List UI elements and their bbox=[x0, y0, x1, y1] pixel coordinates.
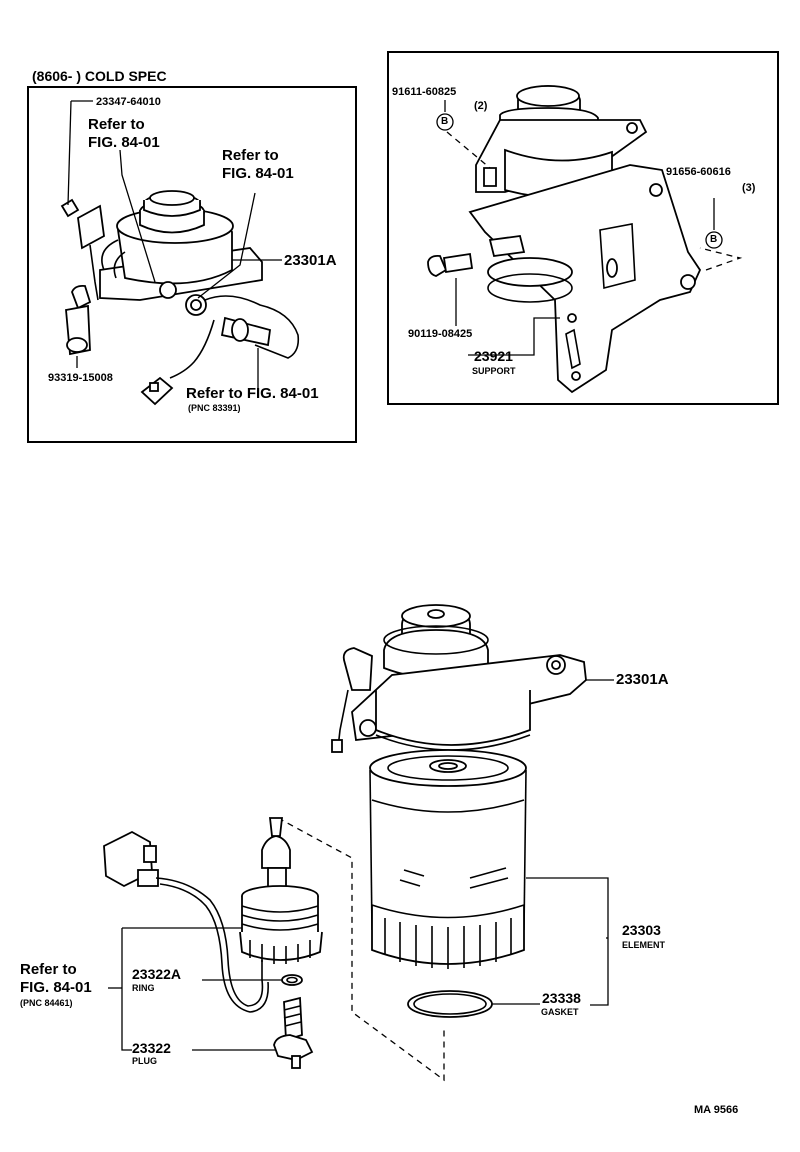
refer-to-label-1b: FIG. 84-01 bbox=[88, 134, 160, 151]
main-leaders bbox=[492, 679, 614, 1006]
b-mark-1: B bbox=[441, 116, 449, 127]
plug-label: PLUG bbox=[132, 1056, 158, 1066]
part-23303-label: 23303 bbox=[622, 922, 661, 938]
main-filter-head-drawing bbox=[331, 604, 587, 1018]
refer-to-label-1a: Refer to bbox=[88, 116, 145, 133]
support-label: SUPPORT bbox=[472, 366, 516, 376]
b-mark-circle-1 bbox=[436, 113, 454, 131]
cold-spec-leaders bbox=[67, 100, 282, 390]
element-label: ELEMENT bbox=[622, 940, 666, 950]
refer-to-label-2b: FIG. 84-01 bbox=[222, 165, 294, 182]
part-23921-label: 23921 bbox=[474, 348, 513, 364]
sensor-plug-drawing bbox=[103, 817, 445, 1082]
part-90119-08425-label: 90119-08425 bbox=[408, 328, 473, 340]
illustration-code: MA 9566 bbox=[694, 1104, 739, 1116]
cold-spec-filter-head-drawing bbox=[60, 190, 300, 406]
support-bracket-drawing bbox=[427, 85, 702, 394]
refer-to-main-b: FIG. 84-01 bbox=[20, 979, 92, 996]
cold-spec-inset-frame bbox=[27, 86, 357, 443]
part-23322a-label: 23322A bbox=[132, 966, 182, 982]
part-23322-label: 23322 bbox=[132, 1040, 171, 1056]
pnc-84461-label: (PNC 84461) bbox=[20, 998, 73, 1008]
b-mark-2: B bbox=[710, 234, 718, 245]
support-inset-frame bbox=[387, 51, 779, 405]
refer-to-main-a: Refer to bbox=[20, 961, 77, 978]
refer-to-label-3: Refer to FIG. 84-01 bbox=[186, 385, 319, 402]
refer-to-label-2a: Refer to bbox=[222, 147, 279, 164]
support-leaders bbox=[436, 100, 743, 356]
part-23338-label: 23338 bbox=[542, 990, 581, 1006]
ring-label: RING bbox=[132, 983, 155, 993]
part-91656-60616-label: 91656-60616 bbox=[666, 166, 731, 178]
part-23301a-main-label: 23301A bbox=[616, 671, 669, 688]
gasket-label: GASKET bbox=[541, 1007, 579, 1017]
part-93319-15008-label: 93319-15008 bbox=[48, 372, 113, 384]
pnc-83391-label: (PNC 83391) bbox=[188, 403, 241, 413]
sensor-leaders bbox=[108, 927, 282, 1051]
part-91611-60825-label: 91611-60825 bbox=[392, 86, 457, 98]
qty-3-label: (3) bbox=[742, 182, 756, 194]
cold-spec-header: (8606- ) COLD SPEC bbox=[32, 68, 167, 84]
b-mark-circle-2 bbox=[705, 231, 723, 249]
part-23347-64010-label: 23347-64010 bbox=[96, 96, 161, 108]
part-23301a-inset-label: 23301A bbox=[284, 252, 337, 269]
qty-2-label: (2) bbox=[474, 100, 488, 112]
